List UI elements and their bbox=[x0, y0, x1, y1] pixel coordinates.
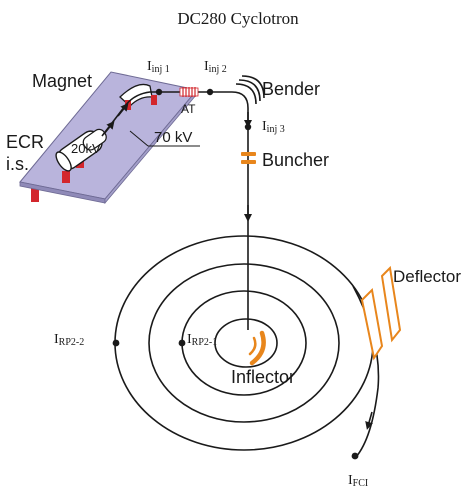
bender-electrode bbox=[241, 75, 265, 99]
bender-label: Bender bbox=[262, 79, 320, 99]
voltage-20kv-label: 20kV bbox=[71, 141, 101, 156]
probe-dot-inj1 bbox=[155, 88, 163, 96]
beam-arrow bbox=[103, 120, 115, 135]
orbit-spiral bbox=[114, 235, 380, 458]
platform-support bbox=[31, 188, 39, 202]
deflector-label: Deflector bbox=[393, 267, 461, 286]
ecr-platform bbox=[19, 71, 200, 205]
orbit bbox=[148, 263, 340, 423]
orbit bbox=[114, 235, 374, 451]
bender-path bbox=[231, 91, 249, 330]
voltage-70kv-label: 70 kV bbox=[154, 129, 192, 146]
probe-dot-fci bbox=[351, 452, 359, 460]
orbit bbox=[214, 318, 278, 368]
beam-arrow bbox=[117, 102, 129, 117]
probe-label-inj3: Iinj 3 bbox=[262, 119, 285, 135]
ecr-label-line1: ECR bbox=[6, 132, 44, 152]
diagram-title: DC280 Cyclotron bbox=[177, 9, 299, 28]
beam-arrow bbox=[365, 411, 373, 430]
inflector bbox=[248, 336, 257, 356]
buncher bbox=[241, 152, 256, 164]
probe-label-rp22: IRP2-2 bbox=[54, 332, 84, 348]
bender-electrode bbox=[235, 83, 257, 105]
inflector bbox=[249, 330, 266, 366]
bender-electrode bbox=[238, 79, 261, 102]
ecr-label-line2: i.s. bbox=[6, 154, 29, 174]
magnet-support bbox=[151, 95, 157, 105]
buncher-label: Buncher bbox=[262, 150, 329, 170]
probe-dot-inj2 bbox=[206, 88, 214, 96]
voltage-leader bbox=[129, 130, 149, 147]
probe-label-fci: IFCI bbox=[348, 473, 368, 489]
deflector bbox=[360, 265, 402, 361]
probe-dot-inj3 bbox=[244, 123, 252, 131]
inflector-label: Inflector bbox=[231, 367, 295, 387]
probe-dot-rp22 bbox=[112, 339, 120, 347]
probe-dot-rp21 bbox=[178, 339, 186, 347]
at-label: AT bbox=[181, 102, 196, 116]
accelerating-tube bbox=[179, 87, 199, 97]
magnet-label: Magnet bbox=[32, 71, 92, 91]
injection-line bbox=[162, 75, 265, 330]
probe-label-rp21: IRP2-1 bbox=[187, 332, 217, 348]
probe-label-inj2: Iinj 2 bbox=[204, 59, 227, 75]
probe-label-inj1: Iinj 1 bbox=[147, 59, 170, 75]
